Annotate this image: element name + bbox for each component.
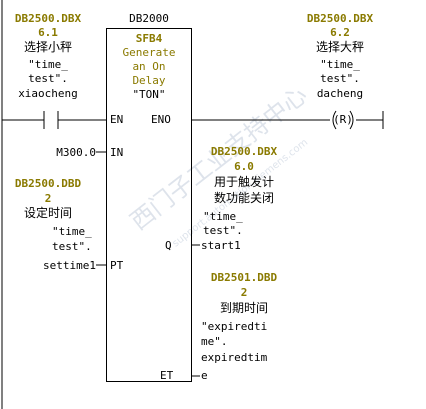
q-address-line1: DB2500.DBX [210, 145, 278, 158]
pin-in-label: IN [110, 146, 124, 159]
pin-et-label: ET [160, 369, 174, 382]
block-desc-line2: an On [132, 60, 166, 73]
pin-en-label: EN [110, 113, 124, 126]
coil-left-arc[interactable] [332, 110, 337, 130]
contact-address-line1: DB2500.DBX [14, 12, 82, 25]
block-type: SFB4 [135, 32, 163, 45]
pt-symbol-line2: test". [52, 240, 92, 253]
et-address-line1: DB2501.DBD [210, 271, 278, 284]
contact-symbol-line2: test". [28, 72, 68, 85]
pt-symbol-line3[interactable]: settime1 [43, 259, 96, 272]
et-symbol-line1: "expiredti [201, 320, 268, 333]
pt-address-line2: 2 [44, 192, 52, 205]
coil-address-line1: DB2500.DBX [306, 12, 374, 25]
et-symbol-line3: expiredtim [201, 351, 268, 364]
contact-symbol-line3: xiaocheng [18, 87, 78, 100]
block-desc-line3: Delay [132, 74, 166, 87]
pt-comment: 设定时间 [23, 206, 72, 220]
coil-address-line2: 6.2 [330, 26, 350, 39]
in-operand[interactable]: M300.0 [56, 146, 96, 159]
block-instance-name: "TON" [132, 88, 166, 101]
q-symbol-line2: test". [203, 224, 243, 237]
pin-pt-label: PT [110, 259, 124, 272]
contact-comment: 选择小秤 [23, 40, 72, 54]
q-comment-line2: 数功能关闭 [213, 191, 274, 205]
sfb4-block-box[interactable] [106, 28, 192, 382]
q-address-line2: 6.0 [234, 160, 254, 173]
pin-q-label: Q [165, 239, 172, 252]
coil-symbol-line1: "time_ [320, 58, 360, 71]
q-symbol-line1: "time_ [203, 210, 243, 223]
et-symbol-line4[interactable]: e [201, 369, 208, 382]
et-symbol-line2: me". [201, 335, 228, 348]
et-comment: 到期时间 [219, 301, 268, 315]
q-symbol-line3[interactable]: start1 [201, 239, 241, 252]
block-db-number: DB2000 [129, 12, 169, 25]
coil-comment: 选择大秤 [315, 40, 364, 54]
coil-symbol-line3: dacheng [316, 87, 364, 100]
pin-eno-label: ENO [151, 113, 171, 126]
q-comment-line1: 用于触发计 [213, 175, 274, 189]
block-desc-line1: Generate [122, 46, 176, 59]
pt-symbol-line1: "time_ [52, 225, 92, 238]
coil-right-arc[interactable] [349, 110, 354, 130]
et-address-line2: 2 [240, 286, 248, 299]
coil-reset-label[interactable]: (R) [333, 113, 353, 126]
pt-address-line1: DB2500.DBD [14, 177, 82, 190]
coil-symbol-line2: test". [320, 72, 360, 85]
contact-symbol-line1: "time_ [28, 58, 68, 71]
contact-address-line2: 6.1 [38, 26, 58, 39]
